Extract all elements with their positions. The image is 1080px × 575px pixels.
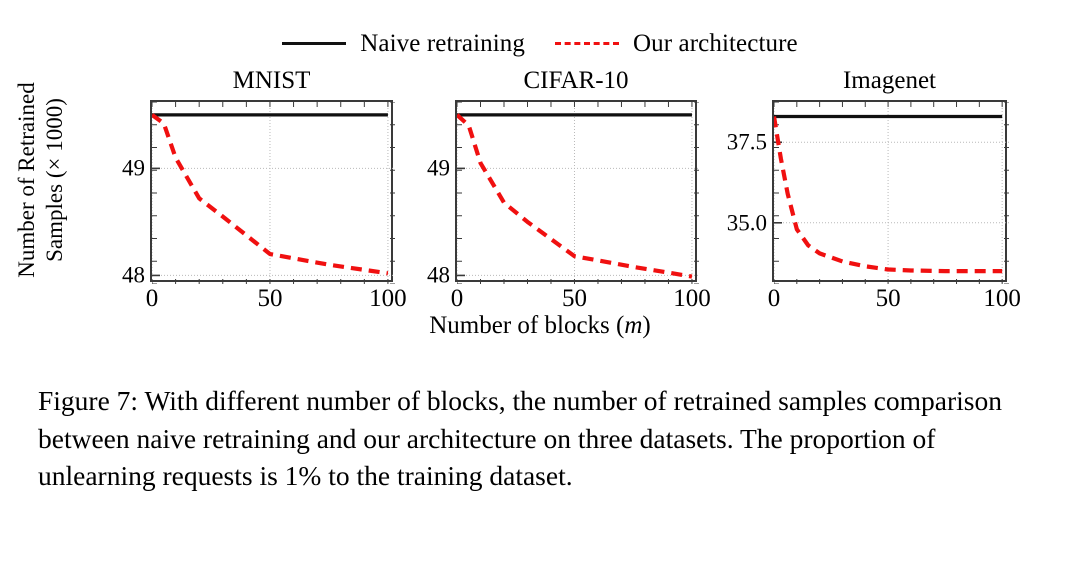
figure: Naive retraining Our architecture Number… [0, 26, 1080, 340]
chart-legend: Naive retraining Our architecture [0, 26, 1080, 60]
plot-canvas [152, 102, 395, 284]
plot-canvas [457, 102, 699, 284]
legend-entry-our-architecture: Our architecture [555, 31, 798, 56]
y-tick-label: 49 [427, 155, 450, 181]
x-axis-label-prefix: Number of blocks ( [429, 312, 625, 339]
panel-title: Imagenet [842, 67, 936, 94]
series-line-our-architecture [774, 116, 1003, 274]
legend-label-our-architecture: Our architecture [633, 29, 798, 57]
x-tick-label: 100 [673, 285, 711, 312]
y-axis-label-line-2: Samples (× 1000) [42, 98, 67, 262]
solid-line-swatch [282, 41, 347, 45]
x-tick-label: 100 [369, 285, 407, 312]
y-axis-label: Number of Retrained Samples (× 1000) [0, 65, 141, 295]
x-axis-label-variable: m [624, 312, 643, 339]
y-tick-label: 48 [122, 262, 145, 288]
x-tick-label: 0 [767, 285, 781, 312]
series-line-our-architecture [457, 113, 693, 279]
plot-axes: 35.0 37.5 0 50 100 [727, 100, 1021, 311]
x-axis-label-suffix: ) [642, 312, 651, 339]
x-tick-label: 50 [257, 285, 283, 312]
x-tick-label: 100 [983, 285, 1021, 312]
x-tick-label: 0 [145, 285, 159, 312]
panel-title: CIFAR-10 [523, 67, 629, 94]
x-tick-label: 50 [875, 285, 901, 312]
series-line-our-architecture [152, 113, 389, 276]
y-tick-label: 35.0 [726, 210, 767, 236]
dashed-line-swatch [555, 41, 620, 45]
x-tick-label: 50 [561, 285, 587, 312]
plot-axes: 48 49 0 50 100 [427, 100, 711, 311]
legend-entry-naive-retraining: Naive retraining [282, 31, 525, 56]
y-tick-label: 49 [122, 155, 145, 181]
panel-title: MNIST [232, 67, 311, 94]
figure-caption: Figure 7: With different number of block… [38, 385, 1002, 492]
x-tick-label: 0 [450, 285, 464, 312]
y-tick-label: 48 [427, 262, 450, 288]
x-axis-label: Number of blocks (m) [0, 312, 1080, 340]
y-axis-label-line-1: Number of Retrained [14, 82, 40, 278]
plot-axes: 48 49 0 50 100 [122, 100, 407, 311]
legend-label-naive-retraining: Naive retraining [360, 29, 526, 57]
plot-canvas [774, 102, 1009, 284]
y-tick-label: 37.5 [726, 129, 767, 155]
